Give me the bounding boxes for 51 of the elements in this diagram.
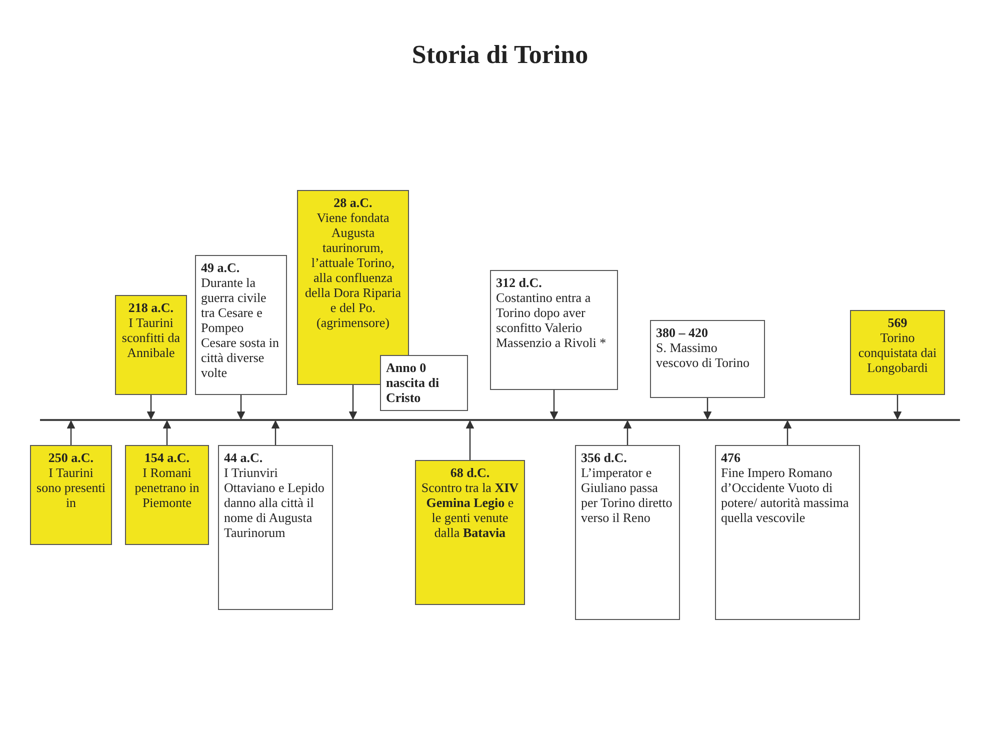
event-box [115,295,187,395]
event-text: Torino conquistata dai Longobardi [857,330,938,375]
event-box [125,445,209,545]
arrow [550,390,558,420]
event-text: Costantino entra a Torino dopo aver sconfitto Valerio Massenzio a Rivoli * [496,290,608,350]
event-text: I Romani penetrano in Piemonte [134,465,200,510]
arrow [783,420,792,445]
event-box [850,310,945,395]
arrow [623,420,632,445]
event-date: 380 – 420 [656,325,709,340]
arrow [146,395,156,420]
event-text: I Taurini sono presenti in [36,465,106,510]
diagram-title: Storia di Torino [410,40,590,70]
event-date: 356 d.C. [581,450,628,465]
event-date: 218 a.C. [127,300,175,315]
event-text: L’imperator e Giuliano passa per Torino diretto verso il Reno [581,465,674,525]
event-box [415,460,525,605]
event-date: 312 d.C. [496,275,543,290]
event-date: 49 a.C. [201,260,241,275]
event-text: Fine Impero Romano d’Occidente Vuoto di potere/ autorità massima quella vescovile [721,465,850,525]
event-box [650,320,765,398]
arrow [703,398,712,420]
event-box [218,445,333,610]
arrow [271,420,280,445]
event-box [195,255,287,395]
arrow [893,395,902,420]
event-date: 250 a.C. [47,450,95,465]
event-box [715,445,860,620]
event-date: 28 a.C. [332,195,374,210]
event-date: 476 [721,450,742,465]
event-box [30,445,112,545]
event-text: I Taurini sconfitti da Annibale [121,315,181,360]
arrow [466,420,474,460]
event-date: 154 a.C. [143,450,191,465]
event-text: Viene fondata Augusta taurinorum, l’attuale Torino, alla confluenza della Dora Riparia e del Po. (agrimensore) [304,210,402,330]
event-box [380,355,468,411]
timeline-line [40,419,960,421]
event-text: S. Massimo vescovo di Torino [656,340,750,370]
event-box [490,270,618,390]
arrow [236,395,246,420]
event-text: Durante la guerra civile tra Cesare e Pompeo Cesare sosta in città diverse volte [201,275,280,380]
event-box [575,445,680,620]
event-text: Anno 0 nascita di Cristo [386,360,440,405]
event-text: I Triunviri Ottaviano e Lepido danno alla città il nome di Augusta Taurinorum [224,465,326,540]
event-text: Scontro tra la XIV Gemina Legio e le genti venute dalla Batavia [421,480,519,540]
event-date: 68 d.C. [449,465,491,480]
arrow [66,420,76,445]
event-date: 44 a.C. [224,450,264,465]
event-date: 569 [886,315,908,330]
arrow [348,385,358,420]
arrow [162,420,172,445]
